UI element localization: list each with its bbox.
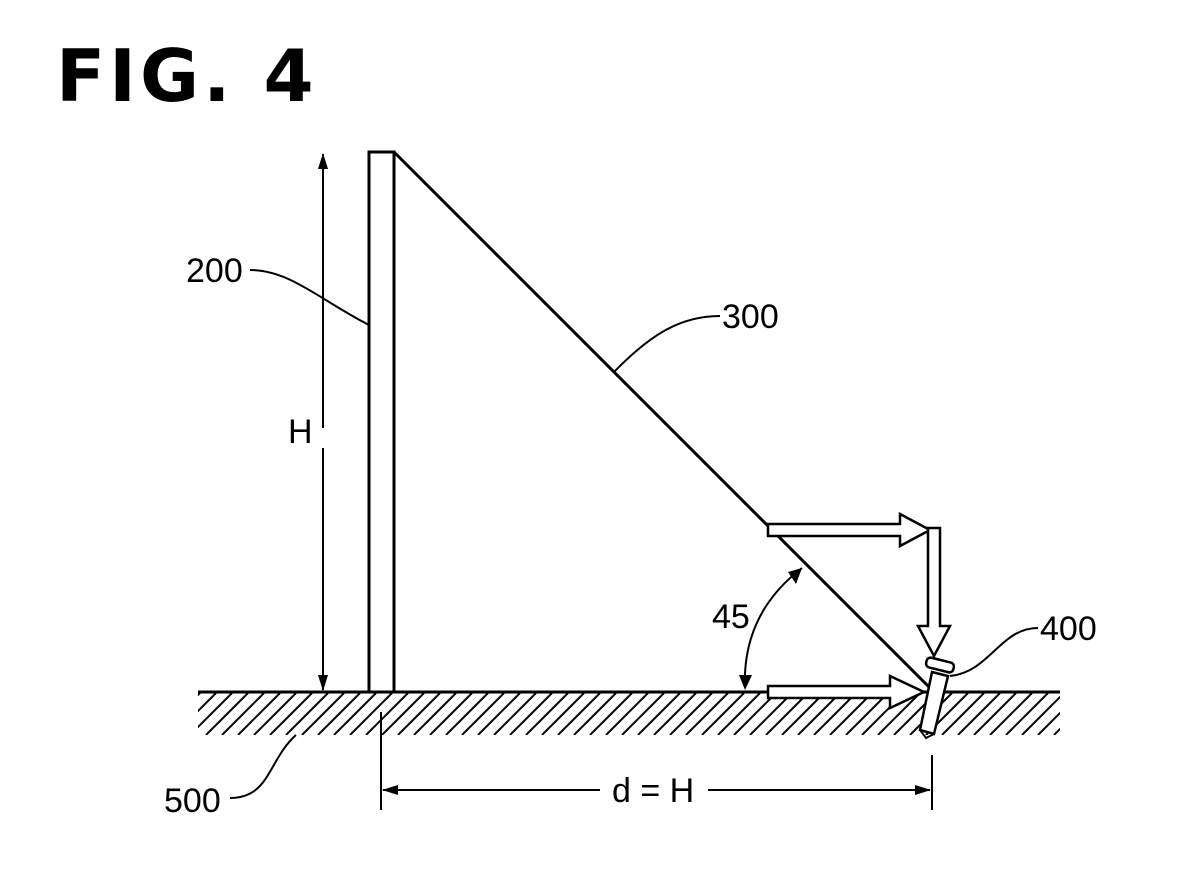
hatch-line (701, 693, 745, 735)
label-pole: 200 (186, 252, 243, 290)
hatch-line (1021, 695, 1060, 735)
height-label: H (288, 413, 313, 451)
label-guy-wire: 300 (722, 298, 779, 336)
hatch-line (317, 693, 361, 735)
ground-anchor (918, 656, 956, 740)
hatch-line (973, 693, 1017, 735)
hatch-line (1005, 693, 1049, 735)
hatch-line (198, 693, 217, 713)
hatch-line (829, 693, 873, 735)
hatch-line (429, 693, 473, 735)
force-arrow-vertical (915, 526, 953, 659)
leader-line-ground (229, 734, 297, 799)
distance-label: d = H (612, 772, 694, 810)
leader-line-anchor (949, 627, 1039, 677)
hatch-line (941, 693, 985, 735)
figure-title: FIG. 4 (56, 34, 318, 118)
hatch-line (461, 693, 505, 735)
hatch-line (205, 693, 249, 735)
hatch-line (413, 693, 457, 735)
hatch-line (397, 693, 441, 735)
angle-arrowhead-bottom (739, 675, 752, 690)
hatch-line (733, 693, 777, 735)
angle-arc (743, 567, 803, 689)
hatch-line (198, 693, 201, 697)
hatch-line (285, 693, 329, 735)
label-anchor: 400 (1040, 610, 1097, 648)
hatch-line (445, 693, 489, 735)
hatch-line (493, 693, 537, 735)
hatch-line (749, 693, 793, 735)
hatch-line (685, 693, 729, 735)
hatch-line (765, 693, 809, 735)
hatch-line (349, 693, 393, 735)
hatch-line (365, 693, 409, 735)
hatch-line (957, 693, 1001, 735)
hatch-line (525, 693, 569, 735)
hatch-line (1037, 711, 1060, 735)
force-arrow-horizontal-upper (766, 511, 933, 549)
hatch-line (781, 693, 825, 735)
hatch-line (717, 693, 761, 735)
hatch-line (877, 693, 921, 735)
hatch-line (1053, 727, 1060, 735)
hatch-line (637, 693, 681, 735)
label-ground: 500 (164, 782, 221, 820)
hatch-line (797, 693, 841, 735)
hatch-line (381, 693, 425, 735)
hatch-line (621, 693, 665, 735)
hatch-line (198, 693, 233, 729)
leader-line-guy-wire (613, 315, 721, 373)
hatch-line (557, 693, 601, 735)
hatch-line (509, 693, 553, 735)
hatch-line (989, 693, 1033, 735)
pole (367, 150, 396, 694)
hatch-line (237, 693, 281, 735)
ground-hatching (198, 693, 1060, 735)
force-arrow-horizontal-ground (766, 674, 927, 710)
hatch-line (333, 693, 377, 735)
hatch-line (573, 693, 617, 735)
angle-arrowhead-top (788, 568, 802, 584)
leader-line-pole (249, 269, 370, 326)
angle-label: 45 (712, 598, 750, 636)
hatch-line (269, 693, 313, 735)
hatch-line (301, 693, 345, 735)
hatch-line (669, 693, 713, 735)
hatch-line (477, 693, 521, 735)
hatch-line (541, 693, 585, 735)
hatch-line (605, 693, 649, 735)
hatch-line (653, 693, 697, 735)
hatch-line (221, 693, 265, 735)
hatch-line (813, 693, 857, 735)
guy-wire (392, 150, 932, 690)
hatch-line (589, 693, 633, 735)
hatch-line (845, 693, 889, 735)
hatch-line (253, 693, 297, 735)
